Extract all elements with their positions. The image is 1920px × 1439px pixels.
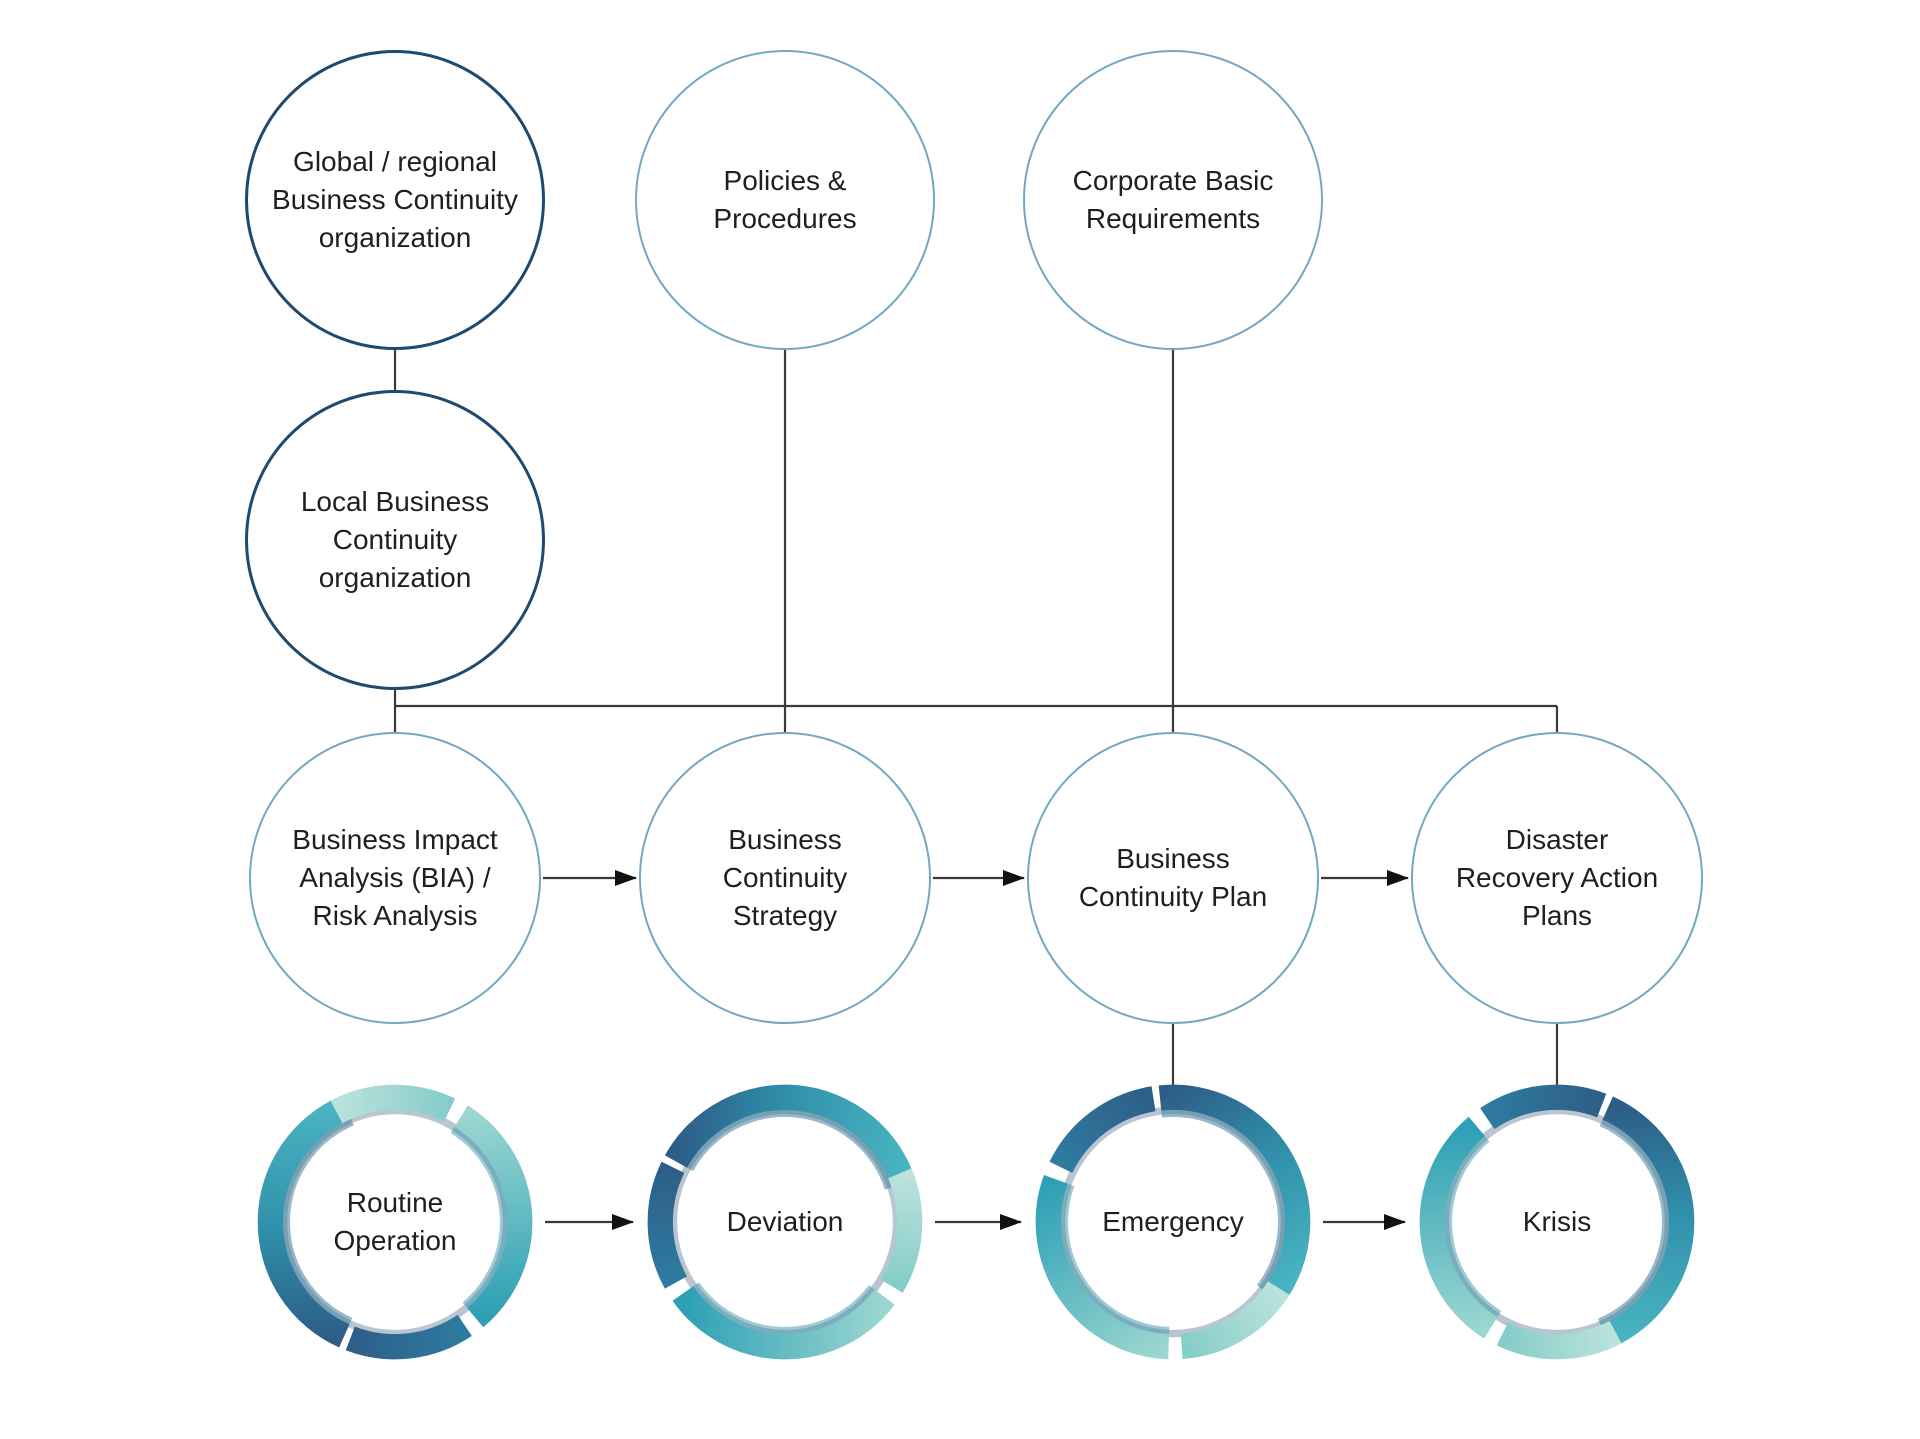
node-business-impact-analysis: Business Impact Analysis (BIA) / Risk An… xyxy=(249,732,541,1024)
state-label: Krisis xyxy=(1522,1205,1592,1237)
state-ring-graphic xyxy=(1035,1084,1311,1360)
state-ring-graphic xyxy=(647,1084,923,1360)
node-global-regional-bc-organization: Global / regional Business Continuity or… xyxy=(245,50,545,350)
node-routine-operation: Routine Operation xyxy=(245,1072,545,1372)
node-krisis: Krisis xyxy=(1407,1072,1707,1372)
state-label: Routine Operation xyxy=(333,1186,457,1256)
node-business-continuity-strategy: Business Continuity Strategy xyxy=(639,732,931,1024)
node-label: Business Impact Analysis (BIA) / Risk An… xyxy=(292,823,498,932)
node-label: Corporate Basic Requirements xyxy=(1072,164,1274,234)
state-label: Emergency xyxy=(1102,1205,1244,1237)
node-label: Global / regional Business Continuity or… xyxy=(272,145,518,254)
node-corporate-basic-requirements: Corporate Basic Requirements xyxy=(1023,50,1323,350)
node-policies-procedures: Policies & Procedures xyxy=(635,50,935,350)
node-local-bc-organization: Local Business Continuity organization xyxy=(245,390,545,690)
node-disaster-recovery-action-plans: Disaster Recovery Action Plans xyxy=(1411,732,1703,1024)
state-ring-graphic xyxy=(257,1084,533,1360)
node-label: Policies & Procedures xyxy=(713,164,857,234)
node-business-continuity-plan: Business Continuity Plan xyxy=(1027,732,1319,1024)
node-label: Business Continuity Plan xyxy=(1078,842,1268,912)
state-label: Deviation xyxy=(726,1205,844,1237)
node-label: Business Continuity Strategy xyxy=(722,823,848,932)
node-deviation: Deviation xyxy=(635,1072,935,1372)
node-emergency: Emergency xyxy=(1023,1072,1323,1372)
node-label: Disaster Recovery Action Plans xyxy=(1455,823,1659,932)
state-ring-graphic xyxy=(1419,1084,1695,1360)
node-label: Local Business Continuity organization xyxy=(300,485,490,594)
